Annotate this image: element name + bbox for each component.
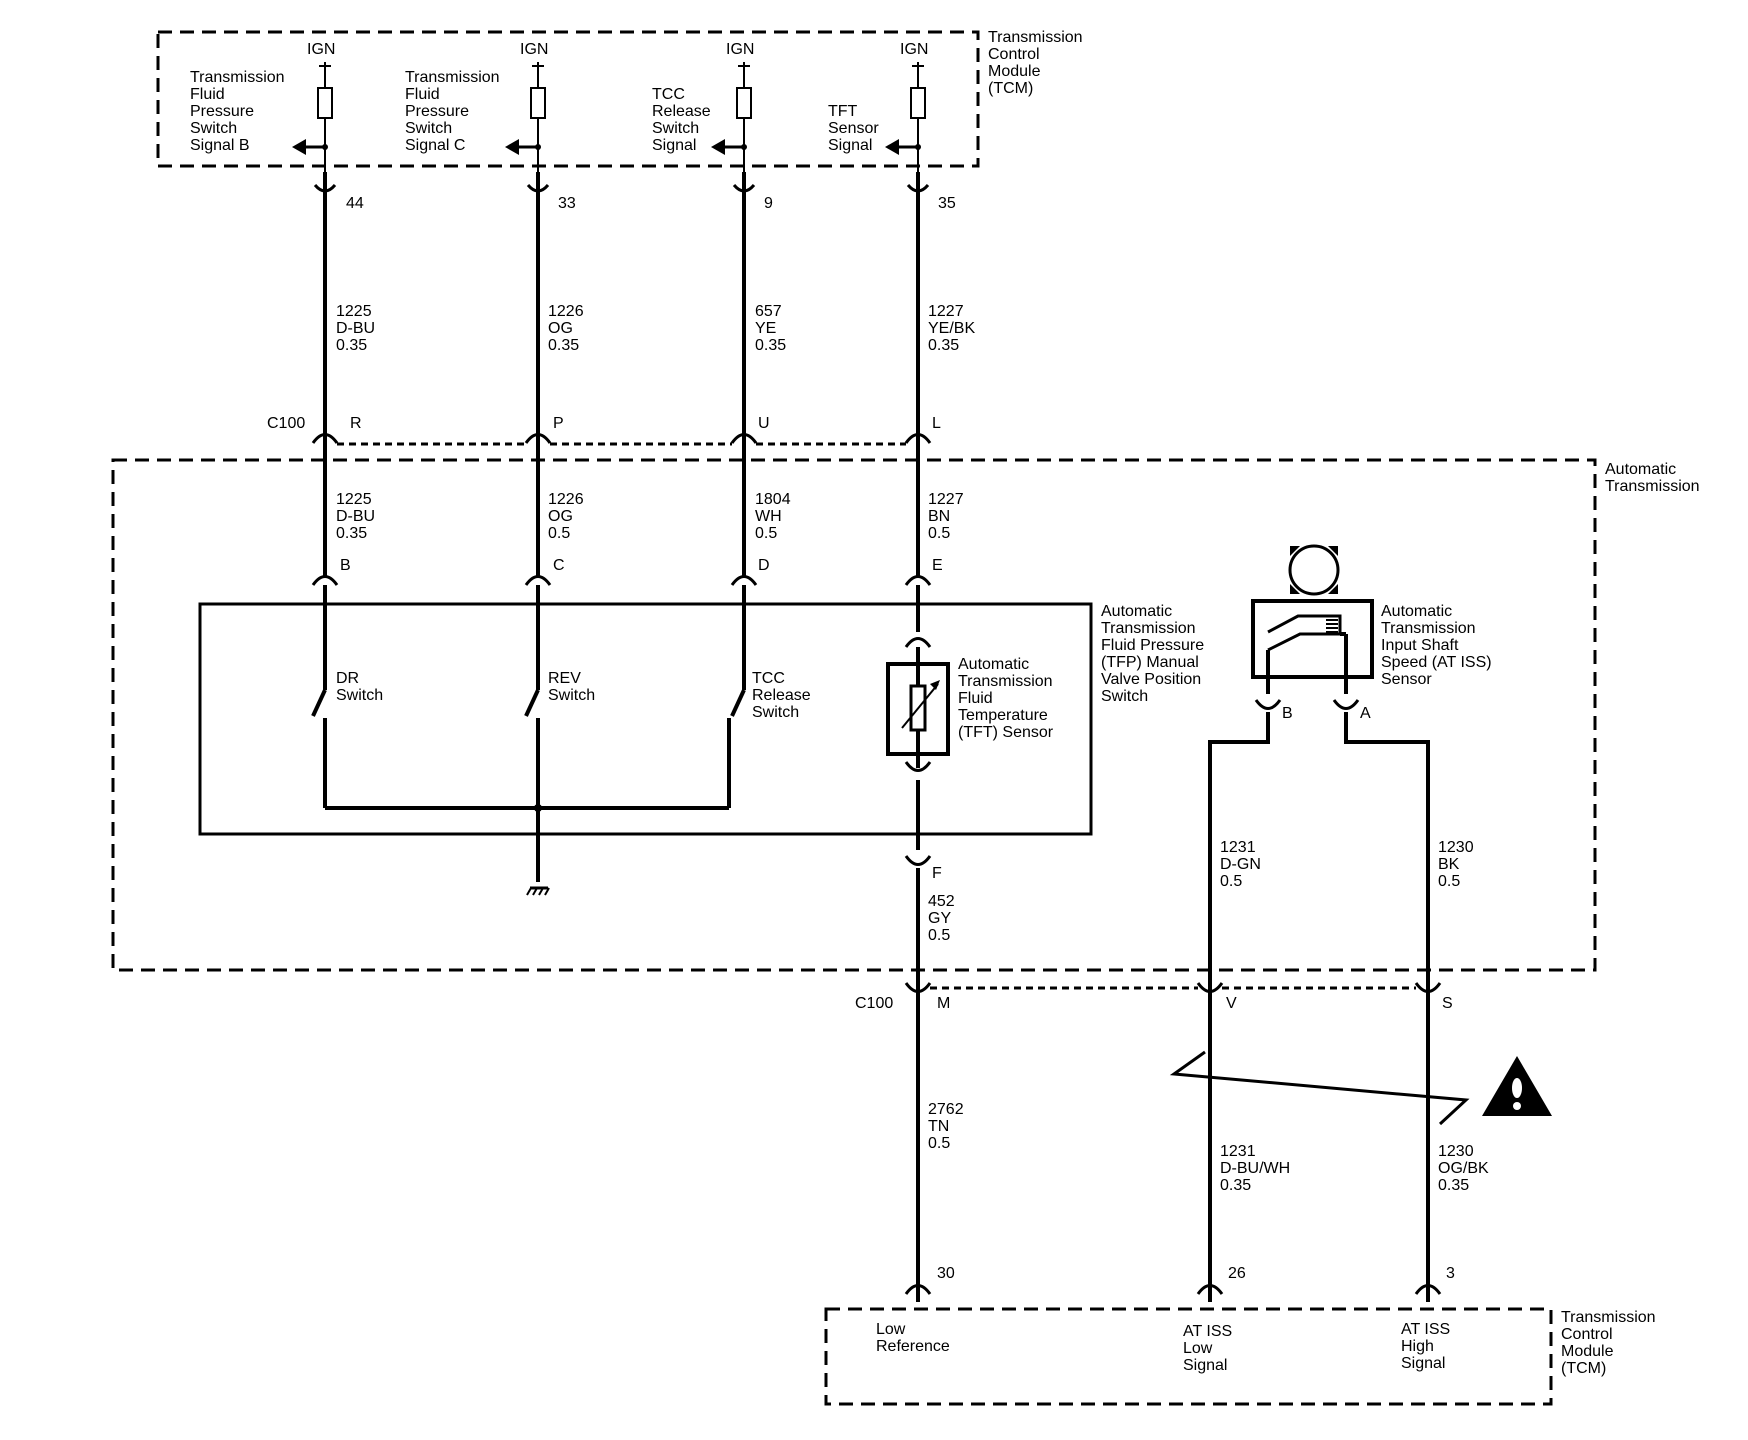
wire-label-1225-upper: 1225 D-BU 0.35 [336, 303, 380, 354]
wire-label-1231-lower: 1231 D-BU/WH 0.35 [1220, 1143, 1295, 1194]
pin-c: C [553, 557, 565, 574]
c100-pin-u: U [758, 415, 770, 432]
iss-sensor-label: Automatic Transmission Input Shaft Speed… [1381, 603, 1496, 688]
tcm-signal-label-3: TCC Release Switch Signal [652, 86, 715, 154]
wire-label-1231-inner: 1231 D-GN 0.5 [1220, 839, 1265, 890]
ign-feed-4: IGN [885, 41, 928, 172]
ign-label: IGN [520, 41, 548, 58]
magnetic-sensor-icon [1267, 614, 1342, 652]
tcm-pin-35: 35 [938, 195, 956, 212]
tcm-bottom-module: Transmission Control Module (TCM) Low Re… [824, 1307, 1660, 1406]
c100-pin-v: V [1226, 995, 1237, 1012]
c100-pin-r: R [350, 415, 362, 432]
c100-pin-m: M [937, 995, 950, 1012]
ign-feed-3: IGN [711, 41, 754, 172]
reluctor-wheel-icon [1288, 544, 1340, 596]
ign-feed-1: IGN [292, 41, 335, 172]
wire-label-1227-upper: 1227 YE/BK 0.35 [928, 303, 980, 354]
wire-label-1226-upper: 1226 OG 0.35 [548, 303, 588, 354]
wire-label-1226-inner: 1226 OG 0.5 [548, 491, 588, 542]
iss-pin-b: B [1282, 705, 1293, 722]
warning-icon [1482, 1056, 1552, 1116]
tft-sensor-label: Automatic Transmission Fluid Temperature… [958, 656, 1057, 741]
tcm-bottom-signal-iss-low: AT ISS Low Signal [1183, 1323, 1237, 1374]
tft-sensor: Automatic Transmission Fluid Temperature… [886, 585, 1057, 866]
ign-label: IGN [307, 41, 335, 58]
arrow-left-icon [505, 139, 519, 155]
c100-bottom-label: C100 [855, 995, 893, 1012]
pin-b: B [340, 557, 351, 574]
tcc-release-switch-label: TCC Release Switch [752, 670, 815, 721]
tcm-bottom-signal-iss-high: AT ISS High Signal [1401, 1321, 1455, 1372]
tfp-switch-label: Automatic Transmission Fluid Pressure (T… [1101, 603, 1209, 705]
tcm-signal-label-4: TFT Sensor Signal [828, 103, 883, 154]
wire-label-452: 452 GY 0.5 [928, 893, 959, 944]
tcc-release-switch: TCC Release Switch [727, 585, 815, 808]
tcm-pin-9: 9 [764, 195, 773, 212]
ign-label: IGN [900, 41, 928, 58]
ign-label: IGN [726, 41, 754, 58]
tcm-bottom-pin-30: 30 [937, 1265, 955, 1282]
wire-label-1225-inner: 1225 D-BU 0.35 [336, 491, 380, 542]
pin-f: F [932, 865, 942, 882]
automatic-transmission-label: Automatic Transmission [1605, 461, 1700, 495]
tcm-bottom-pin-26: 26 [1228, 1265, 1246, 1282]
tcm-pin-33: 33 [558, 195, 576, 212]
tcm-bottom-signal-low-reference: Low Reference [876, 1321, 950, 1355]
pin-d: D [758, 557, 770, 574]
ign-feed-2: IGN [505, 41, 548, 172]
automatic-transmission-box: Automatic Transmission [111, 458, 1700, 972]
c100-pin-l: L [932, 415, 941, 432]
tcm-top-label: Transmission Control Module (TCM) [988, 29, 1087, 97]
wire-label-1227-inner: 1227 BN 0.5 [928, 491, 968, 542]
arrow-left-icon [711, 139, 725, 155]
tcm-top-module: Transmission Control Module (TCM) [156, 29, 1087, 168]
tcm-bottom-label: Transmission Control Module (TCM) [1561, 1309, 1660, 1377]
c100-top-connector: C100 R P U L [267, 415, 941, 446]
rev-switch: REV Switch [524, 585, 595, 882]
dr-switch-label: DR Switch [336, 670, 383, 704]
wire-label-1804-inner: 1804 WH 0.5 [755, 491, 795, 542]
wire-label-657-upper: 657 YE 0.35 [755, 303, 786, 354]
wire-label-1230-inner: 1230 BK 0.5 [1438, 839, 1478, 890]
c100-bottom-connector: C100 M V S [855, 982, 1453, 1012]
arrow-left-icon [292, 139, 306, 155]
tfp-switch-assembly: Automatic Transmission Fluid Pressure (T… [198, 602, 1209, 836]
ground-icon [526, 886, 550, 896]
tcm-signal-label-2: Transmission Fluid Pressure Switch Signa… [405, 69, 504, 154]
tcm-pin-44: 44 [346, 195, 364, 212]
arrow-left-icon [885, 139, 899, 155]
tcm-bottom-pin-3: 3 [1446, 1265, 1455, 1282]
iss-pin-a: A [1360, 705, 1371, 722]
dr-switch: DR Switch [311, 585, 383, 808]
c100-pin-s: S [1442, 995, 1453, 1012]
c100-pin-p: P [553, 415, 564, 432]
twisted-pair-indicator [1169, 1050, 1470, 1126]
iss-sensor: B A Automatic Transmission Input Shaft S… [1251, 544, 1496, 722]
rev-switch-label: REV Switch [548, 670, 595, 704]
wire-label-1230-lower: 1230 OG/BK 0.35 [1438, 1143, 1493, 1194]
tcm-signal-label-1: Transmission Fluid Pressure Switch Signa… [190, 69, 289, 154]
c100-label: C100 [267, 415, 305, 432]
wire-label-2762: 2762 TN 0.5 [928, 1101, 968, 1152]
thermistor-icon [901, 680, 940, 732]
pin-e: E [932, 557, 943, 574]
